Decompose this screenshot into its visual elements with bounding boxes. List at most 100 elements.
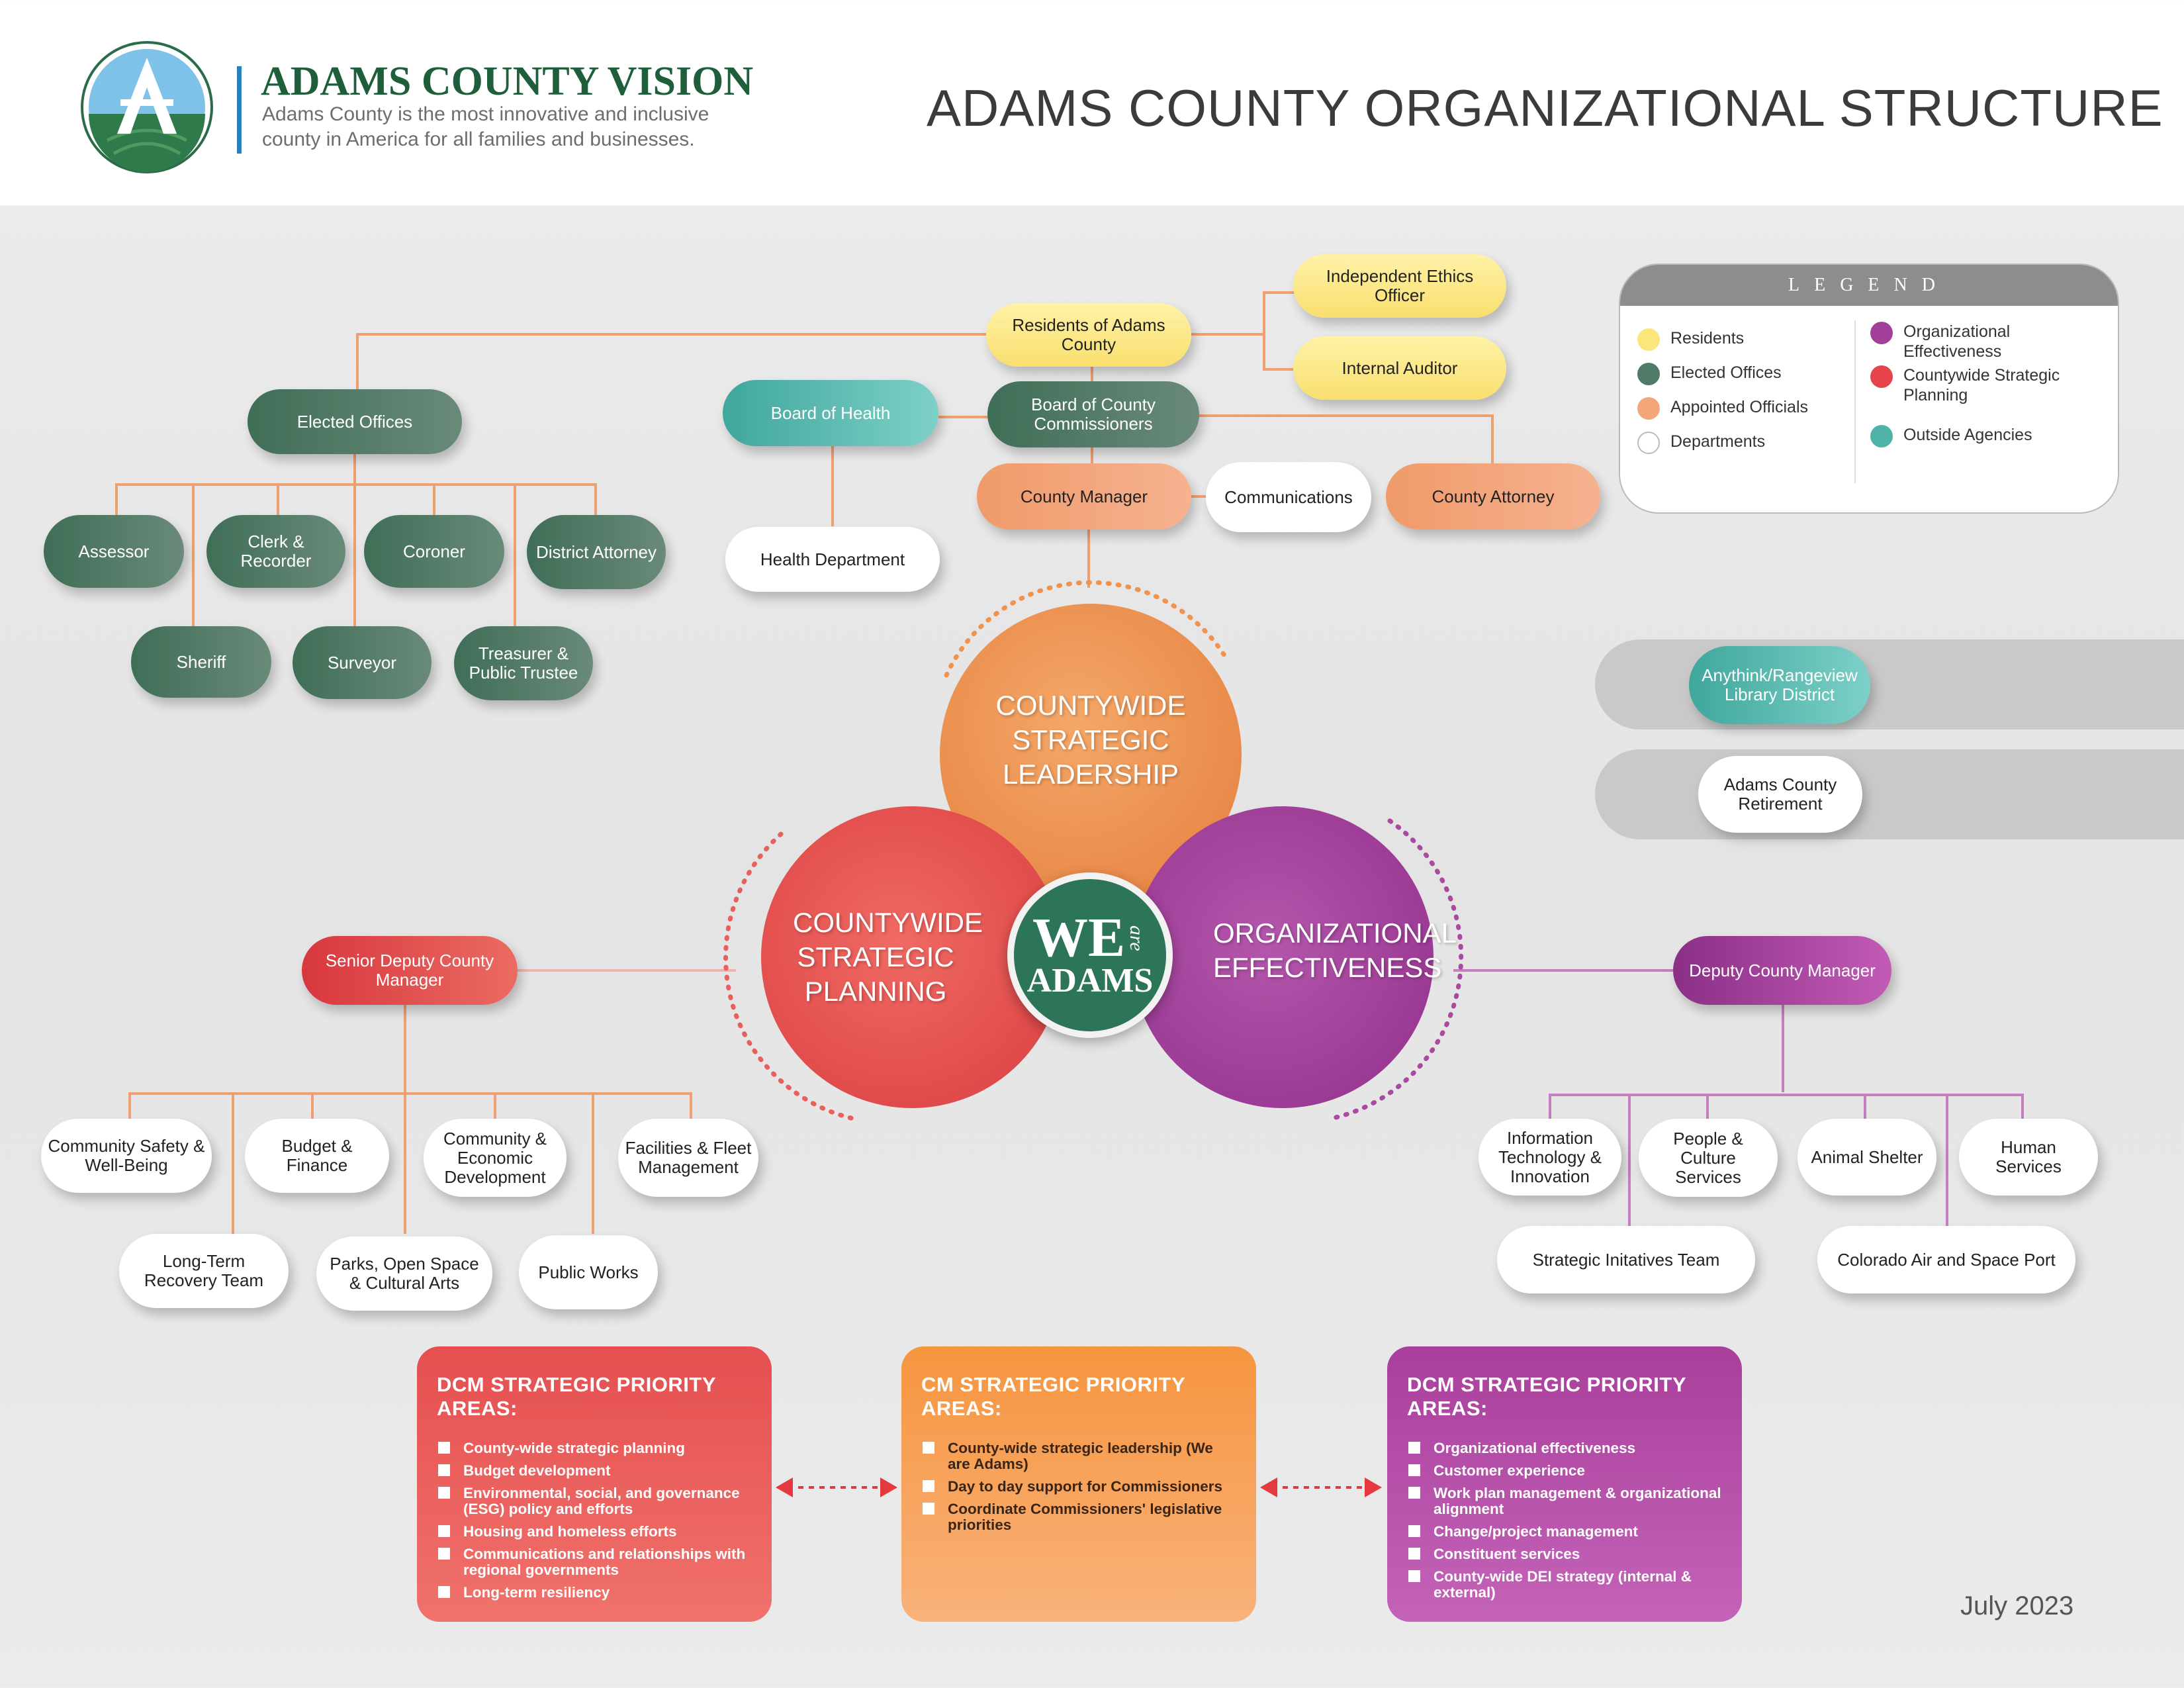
assessor-node: Assessor xyxy=(44,515,184,588)
public-works-node: Public Works xyxy=(519,1235,658,1309)
leadership-priority-list: County-wide strategic leadership (We are… xyxy=(921,1440,1236,1533)
parks-open-space-node: Parks, Open Space & Cultural Arts xyxy=(316,1237,492,1311)
legend-item-residents: Residents xyxy=(1637,328,1744,351)
vision-title: ADAMS COUNTY VISION xyxy=(261,59,754,104)
legend-label: Departments xyxy=(1670,432,1766,451)
seal-are-text: are xyxy=(1126,925,1148,951)
legend-swatch xyxy=(1637,397,1660,420)
priority-item: Organizational effectiveness xyxy=(1407,1440,1722,1456)
priority-item: County-wide strategic planning xyxy=(437,1440,752,1456)
legend-item-departments: Departments xyxy=(1637,432,1765,454)
health-department-node: Health Department xyxy=(725,527,940,592)
legend-divider xyxy=(1854,320,1856,483)
recovery-team-node: Long-Term Recovery Team xyxy=(119,1234,289,1308)
seal-adams-text: ADAMS xyxy=(1026,962,1154,1000)
legend-swatch xyxy=(1870,365,1893,388)
legend-swatch xyxy=(1637,363,1660,385)
ethics-officer-node: Independent Ethics Officer xyxy=(1293,254,1506,318)
retirement-node: Adams County Retirement xyxy=(1698,756,1862,833)
people-culture-node: People & Culture Services xyxy=(1639,1119,1778,1197)
priority-item: Budget development xyxy=(437,1463,752,1479)
legend-label: Residents xyxy=(1670,329,1745,348)
county-manager-node: County Manager xyxy=(977,463,1191,530)
legend-item-planning: Countywide Strategic Planning xyxy=(1870,365,2069,405)
facilities-fleet-node: Facilities & Fleet Management xyxy=(618,1119,758,1197)
legend-item-effectiveness: Organizational Effectiveness xyxy=(1870,322,2109,361)
surveyor-node: Surveyor xyxy=(293,626,432,699)
district-attorney-node: District Attorney xyxy=(527,515,666,589)
sheriff-node: Sheriff xyxy=(131,626,271,698)
we-are-adams-seal: WE are ADAMS xyxy=(1007,872,1173,1038)
legend-item-outside: Outside Agencies xyxy=(1870,425,2032,447)
leadership-priority-title: CM STRATEGIC PRIORITY AREAS: xyxy=(921,1373,1185,1420)
effectiveness-priority-box: DCM STRATEGIC PRIORITY AREAS: Organizati… xyxy=(1387,1346,1742,1622)
human-services-node: Human Services xyxy=(1959,1119,2098,1196)
treasurer-node: Treasurer & Public Trustee xyxy=(454,626,593,700)
effectiveness-circle-label: ORGANIZATIONAL EFFECTIVENESS xyxy=(1213,917,1457,983)
legend-label: Countywide Strategic Planning xyxy=(1903,366,2060,404)
effectiveness-priority-list: Organizational effectiveness Customer ex… xyxy=(1407,1440,1722,1601)
elected-offices-node: Elected Offices xyxy=(248,389,462,454)
planning-priority-list: County-wide strategic planning Budget de… xyxy=(437,1440,752,1601)
legend-label: Elected Offices xyxy=(1670,363,1782,382)
document-date: July 2023 xyxy=(1960,1591,2074,1620)
deputy-manager-node: Deputy County Manager xyxy=(1673,936,1891,1005)
priority-item: Coordinate Commissioners' legislative pr… xyxy=(921,1501,1236,1533)
communications-node: Communications xyxy=(1206,462,1371,532)
priority-item: Communications and relationships with re… xyxy=(437,1546,752,1578)
outside-agency-band-library xyxy=(1595,639,2184,729)
county-attorney-node: County Attorney xyxy=(1386,463,1600,530)
header-divider xyxy=(237,66,242,154)
vision-statement-line-2: county in America for all families and b… xyxy=(262,128,695,150)
legend-item-appointed: Appointed Officials xyxy=(1637,397,1808,420)
senior-deputy-manager-node: Senior Deputy County Manager xyxy=(302,936,518,1005)
priority-item: County-wide strategic leadership (We are… xyxy=(921,1440,1236,1472)
residents-node: Residents of Adams County xyxy=(986,303,1191,367)
priority-item: Long-term resiliency xyxy=(437,1585,752,1601)
leadership-circle-label: COUNTYWIDE STRATEGIC LEADERSHIP xyxy=(995,690,1186,790)
vision-statement-line-1: Adams County is the most innovative and … xyxy=(262,103,709,125)
legend: LEGEND Residents Elected Offices Appoint… xyxy=(1619,263,2119,514)
commissioners-node: Board of County Commissioners xyxy=(987,381,1199,447)
legend-label: Appointed Officials xyxy=(1670,398,1808,416)
effectiveness-priority-title: DCM STRATEGIC PRIORITY AREAS: xyxy=(1407,1373,1686,1420)
legend-swatch xyxy=(1870,425,1893,447)
priority-item: Housing and homeless efforts xyxy=(437,1524,752,1540)
planning-priority-title: DCM STRATEGIC PRIORITY AREAS: xyxy=(437,1373,716,1420)
seal-we-text: WE xyxy=(1032,907,1126,968)
priority-item: Customer experience xyxy=(1407,1463,1722,1479)
legend-swatch xyxy=(1870,322,1893,344)
legend-item-elected: Elected Offices xyxy=(1637,363,1782,385)
effectiveness-circle: ORGANIZATIONAL EFFECTIVENESS xyxy=(1132,806,1457,1108)
adams-county-logo xyxy=(81,41,213,173)
priority-item: County-wide DEI strategy (internal & ext… xyxy=(1407,1569,1722,1601)
priority-item: Constituent services xyxy=(1407,1546,1722,1562)
planning-priority-box: DCM STRATEGIC PRIORITY AREAS: County-wid… xyxy=(417,1346,772,1622)
legend-swatch xyxy=(1637,432,1660,454)
strategic-initiatives-node: Strategic Initatives Team xyxy=(1497,1226,1755,1293)
board-of-health-node: Board of Health xyxy=(723,380,938,446)
air-space-port-node: Colorado Air and Space Port xyxy=(1817,1226,2075,1293)
economic-development-node: Community & Economic Development xyxy=(424,1119,567,1197)
community-safety-node: Community Safety & Well-Being xyxy=(41,1119,212,1193)
legend-label: Organizational Effectiveness xyxy=(1903,322,2011,361)
budget-finance-node: Budget & Finance xyxy=(245,1119,389,1193)
legend-swatch xyxy=(1637,328,1660,351)
it-innovation-node: Information Technology & Innovation xyxy=(1479,1119,1621,1196)
coroner-node: Coroner xyxy=(364,515,504,588)
priority-item: Environmental, social, and governance (E… xyxy=(437,1485,752,1517)
legend-header: LEGEND xyxy=(1620,265,2118,306)
planning-circle-label: COUNTYWIDE STRATEGIC PLANNING xyxy=(793,907,983,1007)
priority-item: Day to day support for Commissioners xyxy=(921,1479,1236,1495)
priority-item: Work plan management & organizational al… xyxy=(1407,1485,1722,1517)
library-district-node: Anythink/Rangeview Library District xyxy=(1689,646,1870,724)
page-title: ADAMS COUNTY ORGANIZATIONAL STRUCTURE xyxy=(927,79,2163,137)
legend-label: Outside Agencies xyxy=(1903,426,2032,444)
legend-title: LEGEND xyxy=(1788,275,1950,295)
clerk-recorder-node: Clerk & Recorder xyxy=(206,515,345,588)
leadership-priority-box: CM STRATEGIC PRIORITY AREAS: County-wide… xyxy=(901,1346,1256,1622)
outside-agency-band-retirement xyxy=(1595,749,2184,839)
animal-shelter-node: Animal Shelter xyxy=(1797,1119,1936,1196)
internal-auditor-node: Internal Auditor xyxy=(1293,336,1506,400)
